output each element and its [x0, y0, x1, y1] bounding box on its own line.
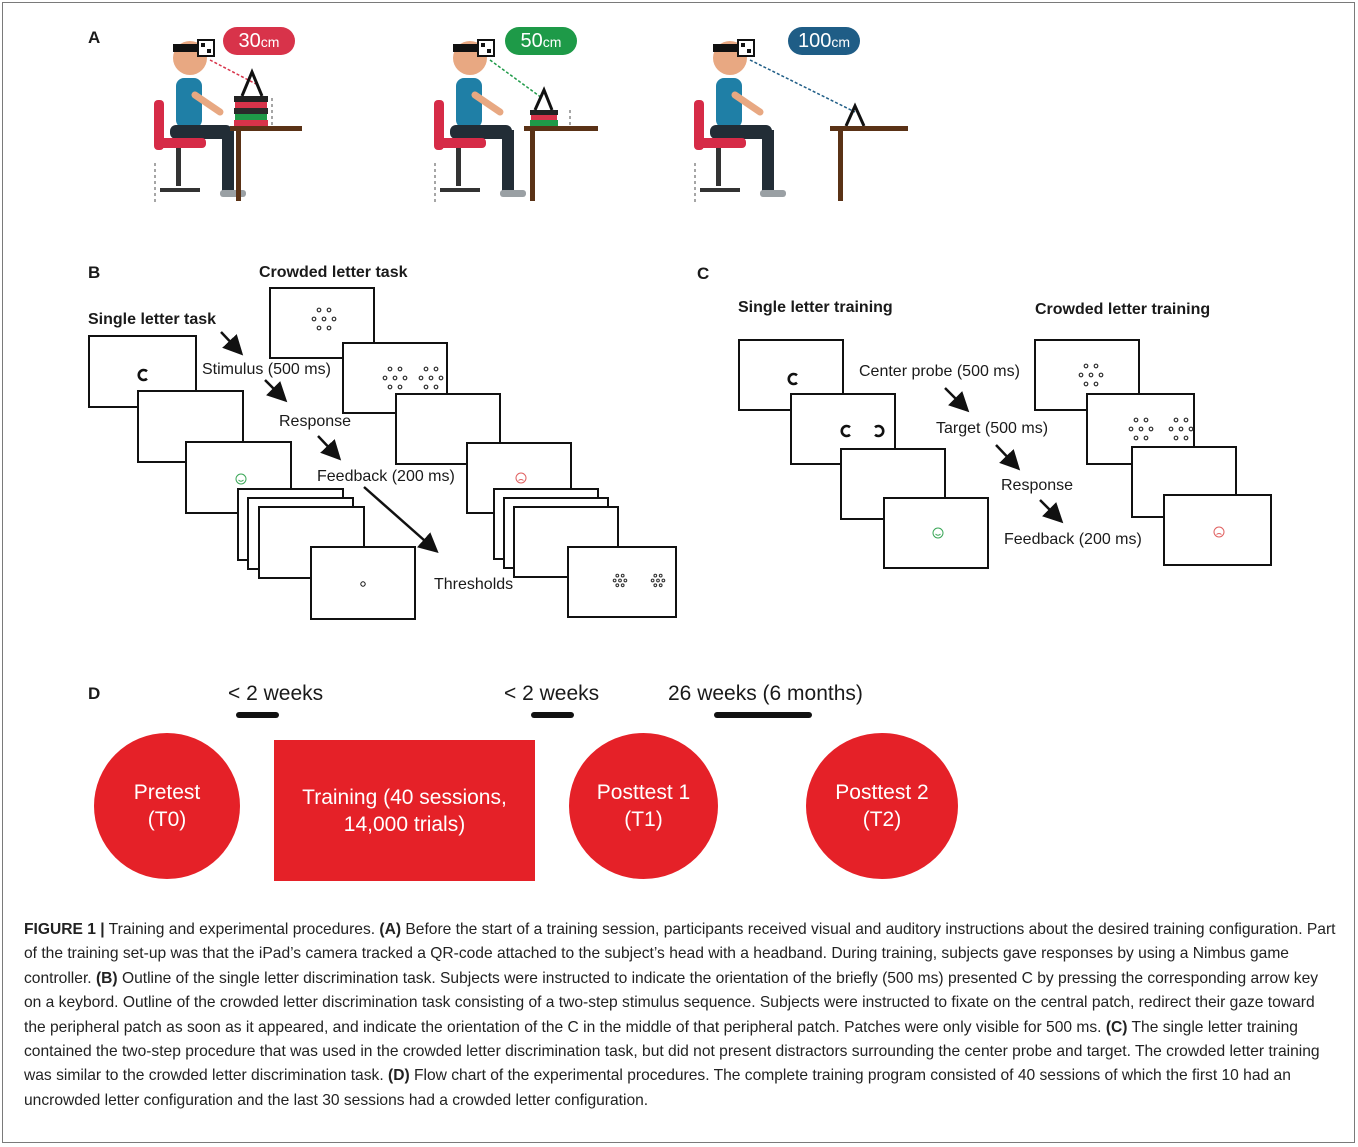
- pretest-node: Pretest (T0): [94, 733, 240, 879]
- crowded-letter-training-title: Crowded letter training: [1035, 301, 1211, 318]
- interval-label-2: < 2 weeks: [504, 682, 600, 705]
- distance-badge-100: 100cm: [788, 27, 860, 55]
- center-probe-label: Center probe (500 ms): [859, 363, 1020, 380]
- crowded-patch: [311, 307, 337, 331]
- arrow-to-thresholds: [363, 486, 439, 553]
- caption-d-tag: (D): [388, 1067, 410, 1085]
- distance-badge-50: 50cm: [505, 27, 577, 55]
- chair: [154, 100, 206, 192]
- setup-illustration-100cm: [694, 39, 908, 202]
- landolt-c-icon: [787, 372, 798, 386]
- caption-a-text: Before the start of a training session, …: [24, 921, 1336, 987]
- posttest2-node: Posttest 2 (T2): [806, 733, 958, 879]
- training-feedback-label: Feedback (200 ms): [1004, 531, 1142, 548]
- single-letter-task-title: Single letter task: [88, 311, 217, 328]
- caption-d-text: Flow chart of the experimental procedure…: [24, 1067, 1291, 1109]
- landolt-c-icon: [137, 368, 148, 382]
- caption-b-tag: (B): [95, 969, 118, 987]
- panel-b-arrows: [220, 331, 439, 553]
- threshold-patch-left: [612, 573, 628, 588]
- caption-c-text: The single letter training contained the…: [24, 1018, 1320, 1085]
- crowded-patch-right: [418, 366, 444, 390]
- crowded-patch: [1078, 363, 1104, 387]
- panel-c-letter: C: [697, 264, 710, 283]
- distance-badge-30: 30cm: [223, 27, 295, 55]
- pretest-code: (T0): [147, 808, 187, 831]
- panel-b-letter: B: [88, 263, 101, 282]
- feedback-label: Feedback (200 ms): [317, 468, 455, 485]
- small-landolt-c-icon: [360, 581, 366, 587]
- person-figure: [170, 39, 246, 197]
- landolt-c-right-icon: [874, 424, 885, 438]
- caption-label: FIGURE 1 |: [24, 921, 105, 938]
- caption-b-text: Outline of the single letter discriminat…: [24, 969, 1319, 1036]
- crowded-screen-threshold: [567, 546, 677, 618]
- posttest1-node: Posttest 1 (T1): [569, 733, 718, 879]
- sad-face-icon: [515, 472, 527, 484]
- panel-d-letter: D: [88, 684, 101, 703]
- stimulus-label: Stimulus (500 ms): [202, 361, 331, 378]
- posttest2-label: Posttest 2: [835, 781, 929, 804]
- threshold-patch-right: [650, 573, 666, 588]
- training-node: Training (40 sessions, 14,000 trials): [274, 740, 535, 881]
- interval-bar-1: [236, 712, 279, 718]
- interval-bar-3: [714, 712, 812, 718]
- training-screen-feedback: [883, 497, 989, 569]
- single-letter-training-title: Single letter training: [738, 299, 893, 316]
- arrow-to-feedback: [317, 435, 342, 461]
- arrow-to-stimulus: [220, 331, 244, 356]
- training-response-label: Response: [1001, 477, 1074, 494]
- book-stack: [234, 96, 268, 126]
- pretest-label: Pretest: [133, 781, 201, 804]
- interval-bar-2: [531, 712, 574, 718]
- training-label: Training (40 sessions,: [302, 785, 507, 809]
- landolt-c-left-icon: [840, 424, 851, 438]
- posttest1-code: (T1): [624, 808, 663, 831]
- posttest2-code: (T2): [862, 808, 902, 831]
- crowded-patch-right: [1168, 417, 1194, 441]
- single-screen-threshold: [310, 546, 416, 620]
- caption-c-tag: (C): [1105, 1018, 1128, 1036]
- sad-face-icon: [1213, 526, 1225, 538]
- interval-label-3: 26 weeks (6 months): [668, 682, 863, 705]
- caption-intro: Training and experimental procedures.: [104, 921, 380, 938]
- crowded-patch-left: [382, 366, 408, 390]
- setup-illustration-50cm: [434, 39, 598, 202]
- interval-label-1: < 2 weeks: [228, 682, 324, 705]
- figure-caption: FIGURE 1 | Training and experimental pro…: [24, 918, 1336, 1113]
- training-trials: 14,000 trials): [343, 812, 466, 836]
- crowded-patch-left: [1128, 417, 1154, 441]
- caption-a-tag: (A): [379, 921, 402, 938]
- target-label: Target (500 ms): [936, 420, 1049, 437]
- response-label: Response: [279, 413, 352, 430]
- happy-face-icon: [235, 473, 247, 485]
- crowded-training-screen-feedback: [1163, 494, 1272, 566]
- setup-illustration-30cm: [154, 39, 302, 202]
- panel-a-letter: A: [88, 28, 101, 47]
- happy-face-icon: [932, 527, 944, 539]
- arrow-to-response: [264, 379, 288, 403]
- posttest1-label: Posttest 1: [596, 781, 691, 804]
- panel-c-arrows: [944, 387, 1064, 524]
- thresholds-label: Thresholds: [434, 576, 514, 593]
- crowded-letter-task-title: Crowded letter task: [259, 264, 408, 281]
